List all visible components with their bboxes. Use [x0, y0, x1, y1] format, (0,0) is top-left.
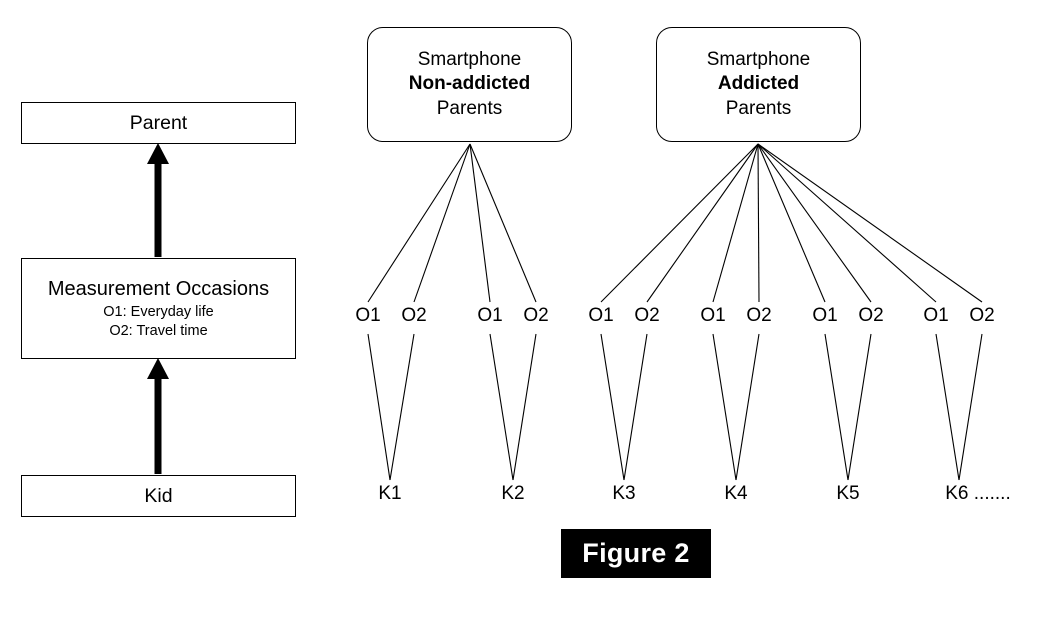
group-addicted-line-2: Addicted: [717, 73, 800, 95]
arrow-kid-to-measurement: [147, 358, 169, 474]
kid-node-2: K2: [501, 483, 525, 504]
edges-group-nonaddicted: [367, 143, 537, 303]
kid-node-5: K5: [836, 483, 860, 504]
occasion-node-addicted-k4-o2: O2: [746, 305, 772, 326]
occasion-node-nonaddicted-k1-o1: O1: [355, 305, 381, 326]
legend-measurement-o2: O2: Travel time: [109, 322, 208, 339]
occasion-node-addicted-k5-o2: O2: [858, 305, 884, 326]
kid-node-6: K6 .......: [945, 483, 1011, 504]
edges-occasions-to-kids: [367, 333, 983, 481]
group-box-addicted-parents: Smartphone Addicted Parents: [656, 27, 861, 142]
group-addicted-line-1: Smartphone: [706, 49, 811, 71]
kid-node-3: K3: [612, 483, 636, 504]
legend-parent-label: Parent: [129, 111, 188, 134]
occasion-node-nonaddicted-k2-o1: O1: [477, 305, 503, 326]
arrow-measurement-to-parent: [147, 143, 169, 257]
legend-box-kid: Kid: [21, 475, 296, 517]
group-nonaddicted-line-2: Non-addicted: [408, 73, 531, 95]
occasion-node-addicted-k3-o1: O1: [588, 305, 614, 326]
occasion-node-addicted-k6-o1: O1: [923, 305, 949, 326]
group-nonaddicted-line-1: Smartphone: [417, 49, 522, 71]
group-addicted-line-3: Parents: [725, 97, 792, 119]
occasion-node-nonaddicted-k1-o2: O2: [401, 305, 427, 326]
group-box-non-addicted-parents: Smartphone Non-addicted Parents: [367, 27, 572, 142]
legend-measurement-o1: O1: Everyday life: [103, 303, 214, 320]
occasion-node-addicted-k5-o1: O1: [812, 305, 838, 326]
occasion-node-addicted-k6-o2: O2: [969, 305, 995, 326]
legend-kid-label: Kid: [144, 484, 173, 507]
edges-group-addicted: [600, 143, 983, 303]
kid-node-1: K1: [378, 483, 402, 504]
occasion-node-addicted-k3-o2: O2: [634, 305, 660, 326]
occasion-node-nonaddicted-k2-o2: O2: [523, 305, 549, 326]
figure-caption: Figure 2: [561, 529, 711, 578]
legend-box-parent: Parent: [21, 102, 296, 144]
legend-measurement-title: Measurement Occasions: [47, 277, 270, 300]
occasion-node-addicted-k4-o1: O1: [700, 305, 726, 326]
group-nonaddicted-line-3: Parents: [436, 97, 503, 119]
legend-box-measurement-occasions: Measurement Occasions O1: Everyday life …: [21, 258, 296, 359]
kid-node-4: K4: [724, 483, 748, 504]
